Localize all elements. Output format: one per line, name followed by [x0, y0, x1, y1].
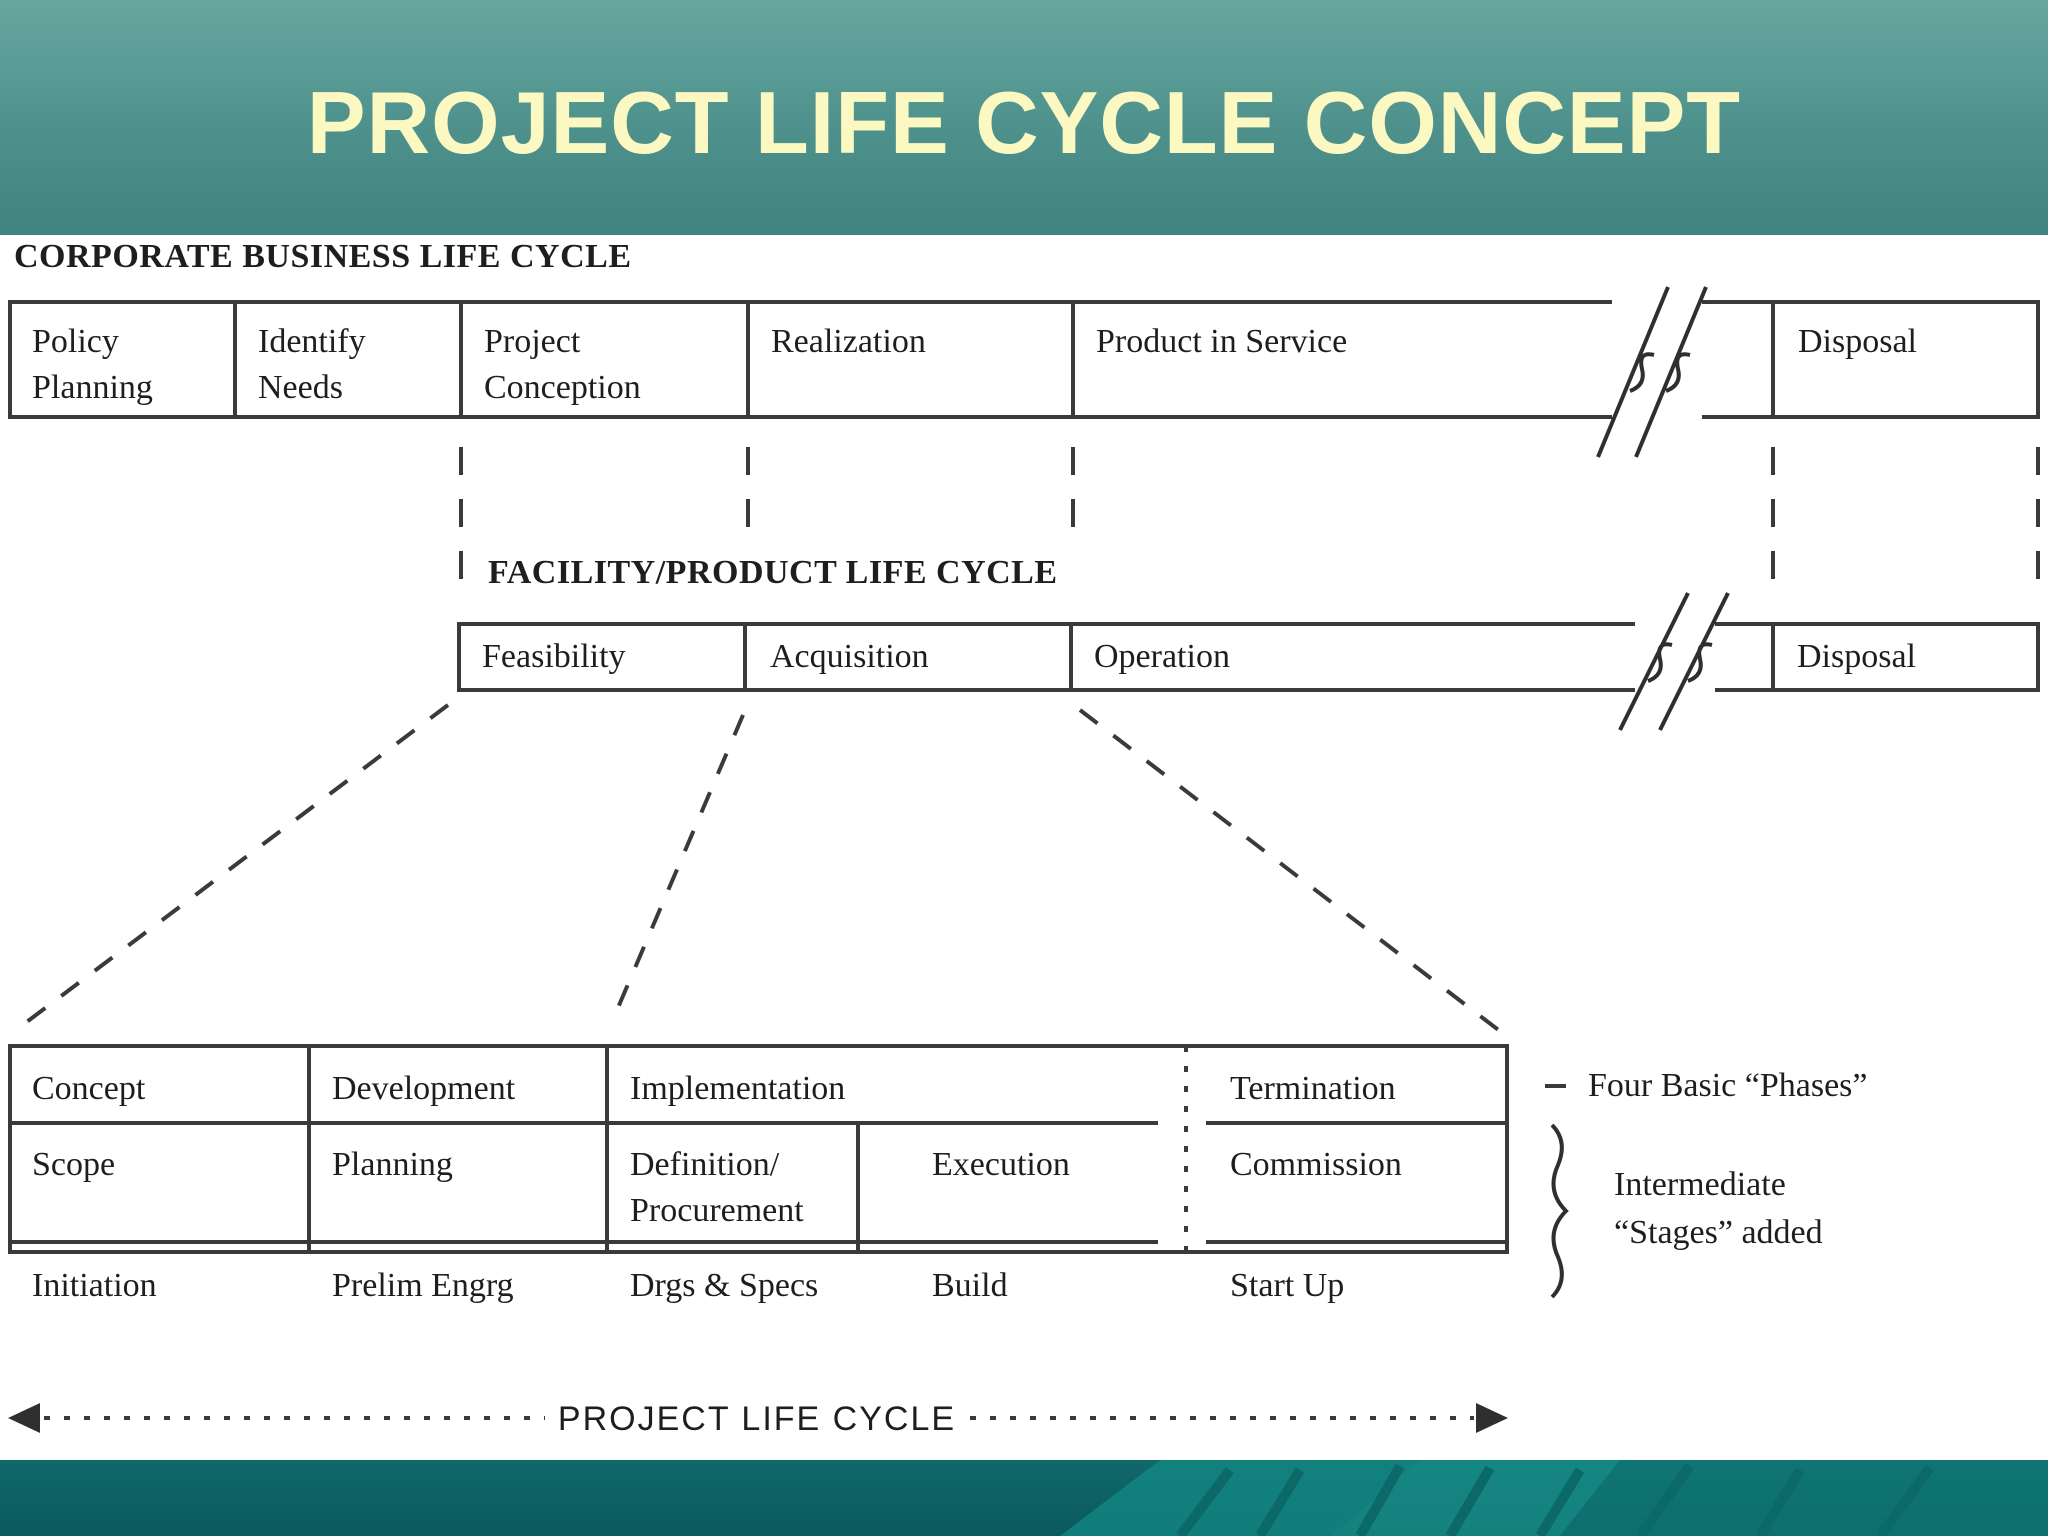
life-cycle-diagram: CORPORATE BUSINESS LIFE CYCLE Policy Pla… [8, 238, 2040, 1438]
substage-drgs-specs: Drgs & Specs [630, 1267, 818, 1304]
substage-prelim-engrg: Prelim Engrg [332, 1267, 514, 1304]
stage-planning: Planning [332, 1146, 453, 1183]
facility-cell-operation: Operation [1094, 638, 1230, 675]
project-table [8, 1044, 1509, 1254]
footer-decoration [1060, 1460, 2048, 1536]
project-life-cycle-label: PROJECT LIFE CYCLE [558, 1400, 956, 1438]
facility-cell-disposal: Disposal [1797, 638, 1916, 675]
corporate-cell-disposal: Disposal [1798, 323, 1917, 360]
project-life-cycle-arrow [8, 1403, 1508, 1433]
stage-execution: Execution [932, 1146, 1070, 1183]
substage-start-up: Start Up [1230, 1267, 1344, 1304]
break-symbol [1596, 286, 1708, 458]
annotation-stages: Intermediate “Stages” added [1614, 1166, 1823, 1251]
corporate-heading: CORPORATE BUSINESS LIFE CYCLE [14, 238, 632, 275]
facility-cell-acquisition: Acquisition [770, 638, 929, 675]
stage-scope: Scope [32, 1146, 115, 1183]
facility-row [457, 622, 2040, 692]
curly-brace [1550, 1123, 1569, 1299]
facility-heading: FACILITY/PRODUCT LIFE CYCLE [488, 554, 1058, 591]
footer-band [0, 1460, 2048, 1536]
phase-implementation: Implementation [630, 1070, 845, 1107]
facility-cell-feasibility: Feasibility [482, 638, 626, 675]
slide-title: PROJECT LIFE CYCLE CONCEPT [306, 73, 1742, 172]
substage-build: Build [932, 1267, 1008, 1304]
title-banner: PROJECT LIFE CYCLE CONCEPT [0, 0, 2048, 235]
corporate-cell-project-conception: Project Conception [484, 323, 641, 406]
phase-development: Development [332, 1070, 516, 1107]
corporate-cell-policy-planning: Policy Planning [32, 323, 153, 406]
phase-termination: Termination [1230, 1070, 1396, 1107]
substage-initiation: Initiation [32, 1267, 157, 1304]
corporate-cell-identify-needs: Identify Needs [258, 323, 374, 406]
corporate-cell-realization: Realization [771, 323, 926, 360]
break-symbol [1618, 592, 1730, 731]
phase-concept: Concept [32, 1070, 146, 1107]
corporate-cell-product-in-service: Product in Service [1096, 323, 1347, 360]
corporate-row [8, 300, 2040, 419]
stage-definition-procurement: Definition/ Procurement [630, 1146, 804, 1229]
annotation-phases: Four Basic “Phases” [1588, 1067, 1868, 1104]
stage-commission: Commission [1230, 1146, 1402, 1183]
